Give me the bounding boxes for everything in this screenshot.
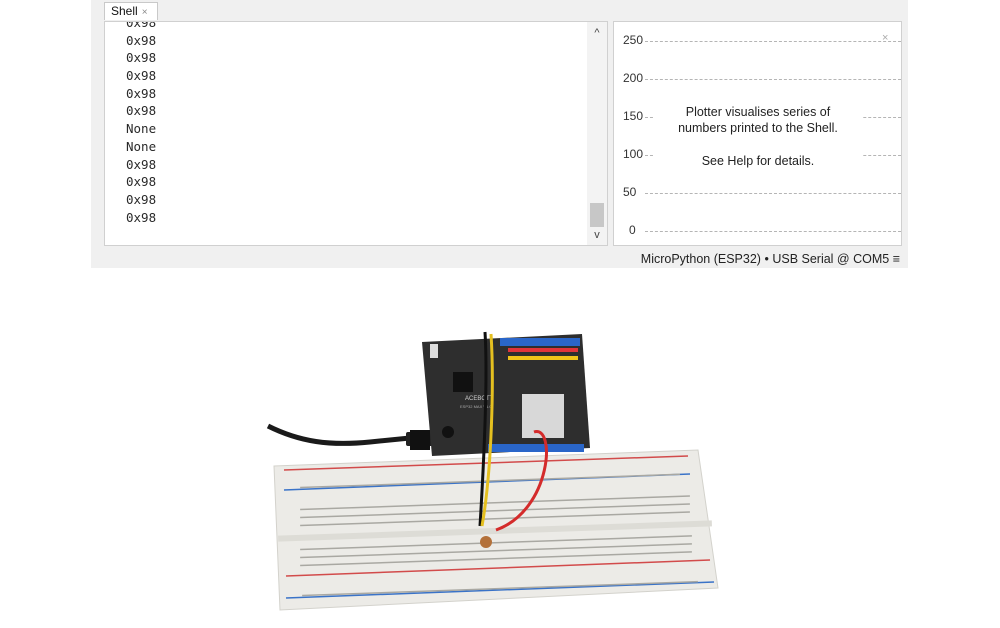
shell-line: 0x98 <box>126 191 157 207</box>
gridline <box>645 79 901 80</box>
photoresistor <box>480 536 492 548</box>
y-tick-label: 100 <box>623 147 644 161</box>
plotter-message-line: Plotter visualises series of <box>685 105 831 119</box>
shell-output[interactable]: 0x98 0x98 0x98 0x98 0x98 0x98 None None … <box>104 21 608 246</box>
wire-red <box>495 430 548 532</box>
board-label: ACEBOTT <box>465 396 494 402</box>
shell-line: 0x98 <box>126 209 157 225</box>
gridline <box>645 41 901 42</box>
wire-black <box>478 331 488 527</box>
gridline <box>645 231 901 232</box>
status-bar: MicroPython (ESP32) • USB Serial @ COM5 … <box>91 250 908 268</box>
y-tick-label: 50 <box>623 185 637 199</box>
plotter-help-message: Plotter visualises series of numbers pri… <box>654 104 862 169</box>
y-tick-label: 200 <box>623 71 644 85</box>
shell-line: 0x98 <box>126 32 157 48</box>
wire-yellow <box>480 333 494 527</box>
scrollbar-thumb[interactable] <box>590 203 604 227</box>
shell-line: 0x98 <box>126 85 157 101</box>
shell-line: 0x98 <box>126 68 157 84</box>
breadboard-holes <box>300 473 698 597</box>
shell-lines: 0x98 0x98 0x98 0x98 0x98 0x98 None None … <box>126 21 157 226</box>
interpreter-selector[interactable]: MicroPython (ESP32) • USB Serial @ COM5 … <box>641 252 900 266</box>
esp32-board: ACEBOTT ESP32 MAX V1.0 <box>410 334 590 456</box>
plotter-message-line: numbers printed to the Shell. <box>678 121 838 135</box>
tab-close-icon[interactable]: × <box>141 7 148 18</box>
tab-shell[interactable]: Shell× <box>104 2 158 20</box>
shell-line: None <box>126 138 157 154</box>
tab-shell-label: Shell <box>111 4 138 18</box>
plotter-panel: × 250 200 150 100 50 0 Plotter visualise… <box>613 21 902 246</box>
port-name: USB Serial @ COM5 <box>772 252 890 266</box>
shell-line: 0x98 <box>126 50 157 66</box>
y-tick-label: 250 <box>623 33 644 47</box>
interpreter-name: MicroPython (ESP32) <box>640 252 761 266</box>
status-separator: • <box>764 252 769 266</box>
shell-line: 0x98 <box>126 21 157 30</box>
y-tick-label: 150 <box>623 109 644 123</box>
plotter-message-line: See Help for details. <box>701 154 815 168</box>
shell-line: 0x98 <box>126 174 157 190</box>
menu-icon[interactable]: ≡ <box>892 252 900 266</box>
shell-line: 0x98 <box>126 103 157 119</box>
shell-line: None <box>126 121 157 137</box>
scroll-down-icon[interactable]: v <box>594 229 600 241</box>
usb-cable <box>266 423 411 446</box>
gridline <box>645 193 901 194</box>
y-tick-label: 0 <box>629 223 636 237</box>
breadboard-photo: ACEBOTT ESP32 MAX V1.0 <box>266 331 719 611</box>
plotter-close-icon[interactable]: × <box>882 32 889 44</box>
scroll-up-icon[interactable]: ^ <box>594 27 600 39</box>
board-label-sub: ESP32 MAX V1.0 <box>460 404 492 409</box>
shell-scrollbar[interactable]: ^ v <box>587 22 607 245</box>
shell-line: 0x98 <box>126 156 157 172</box>
